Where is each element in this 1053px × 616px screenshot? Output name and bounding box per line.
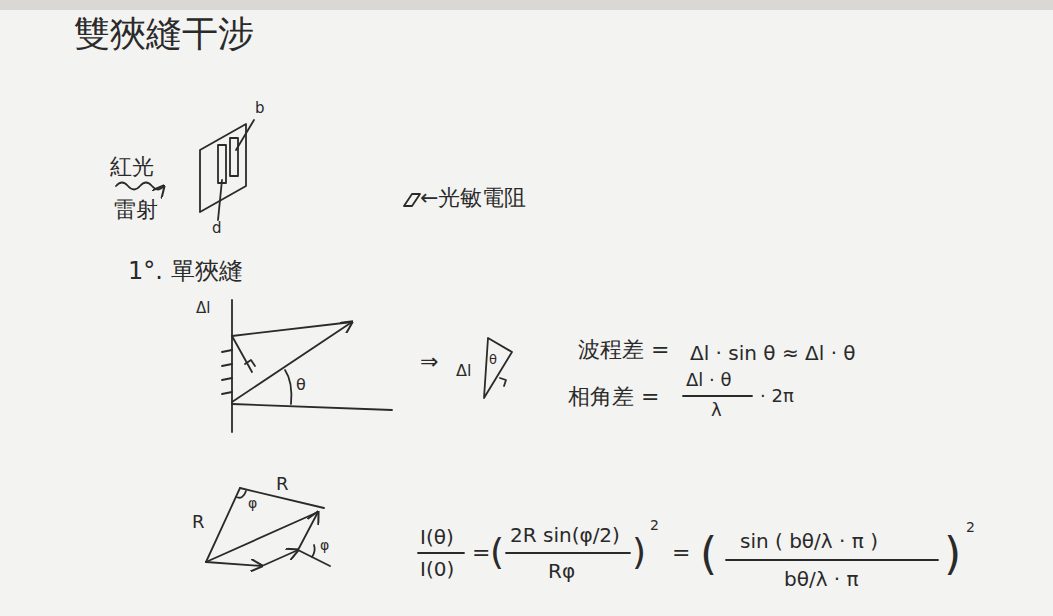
annotation: ←光敏電阻 xyxy=(420,186,526,210)
symbol-label: R xyxy=(192,512,205,532)
resultant xyxy=(206,512,318,562)
formula-text: Δl · θ xyxy=(686,370,732,390)
symbol-label: θ xyxy=(296,376,306,394)
symbol-label: ⇒ xyxy=(420,350,438,374)
annotation: 雷射 xyxy=(114,198,158,222)
right-angle-mark xyxy=(500,378,506,386)
angle-arc xyxy=(285,370,291,404)
radius-line xyxy=(206,488,240,562)
formula-text: sin ( bθ/λ · π ) xyxy=(740,530,878,552)
angle-arc xyxy=(312,545,315,557)
formula-text: ( xyxy=(490,532,504,572)
symbol-label: φ xyxy=(248,496,257,511)
title: 雙狹縫干涉 xyxy=(74,14,254,54)
formula-text: I(0) xyxy=(420,558,454,580)
formula-text: 2R sin(φ/2) xyxy=(510,524,620,546)
ray xyxy=(232,322,352,336)
formula-text: · 2π xyxy=(760,386,794,406)
angle-arc xyxy=(236,491,246,498)
formula-label: 相角差 = xyxy=(568,385,659,409)
right-angle-mark xyxy=(245,360,255,366)
axis-line xyxy=(232,404,392,410)
slit-plate xyxy=(200,124,246,212)
formula-text: λ xyxy=(711,400,722,420)
light-wave xyxy=(116,183,164,190)
formula-text: ) xyxy=(944,530,961,578)
dimension-label: d xyxy=(212,220,222,237)
hatch xyxy=(222,350,232,394)
section-heading: 1°. 單狹縫 xyxy=(128,258,243,284)
fraction-bar xyxy=(726,559,938,561)
slit xyxy=(218,145,226,183)
perpendicular xyxy=(232,336,252,372)
symbol-label: Δl xyxy=(456,362,471,380)
formula-text: I(θ) xyxy=(420,526,454,548)
formula-text: ) xyxy=(632,532,646,572)
formula-label: 波程差 = xyxy=(578,338,669,362)
slit-wall xyxy=(231,300,233,432)
slit xyxy=(230,138,238,176)
formula-text: Rφ xyxy=(548,560,575,582)
symbol-label: R xyxy=(276,474,289,494)
formula-text: = xyxy=(472,541,490,565)
formula-text: Δl · sin θ ≈ Δl · θ xyxy=(690,342,856,364)
fraction-bar xyxy=(506,552,630,554)
formula-text: = xyxy=(672,541,690,565)
phasor xyxy=(298,512,318,550)
dimension-label: b xyxy=(255,100,265,117)
fraction-bar xyxy=(683,395,752,397)
formula-text: 2 xyxy=(966,520,975,535)
leader-line xyxy=(236,120,254,150)
formula-text: ( xyxy=(700,530,717,578)
formula-text: 2 xyxy=(650,518,659,533)
photoresistor-symbol xyxy=(404,194,420,206)
paper-shadow xyxy=(0,0,1053,10)
symbol-label: θ xyxy=(489,353,497,367)
small-triangle xyxy=(484,338,512,398)
formula-text: bθ/λ · π xyxy=(784,568,859,590)
fraction-bar xyxy=(418,552,464,554)
phasor xyxy=(206,562,262,566)
phasor xyxy=(262,550,298,566)
symbol-label: Δl xyxy=(196,300,210,317)
leader-line xyxy=(218,180,222,220)
symbol-label: φ xyxy=(320,538,329,553)
annotation: 紅光 xyxy=(110,155,154,179)
